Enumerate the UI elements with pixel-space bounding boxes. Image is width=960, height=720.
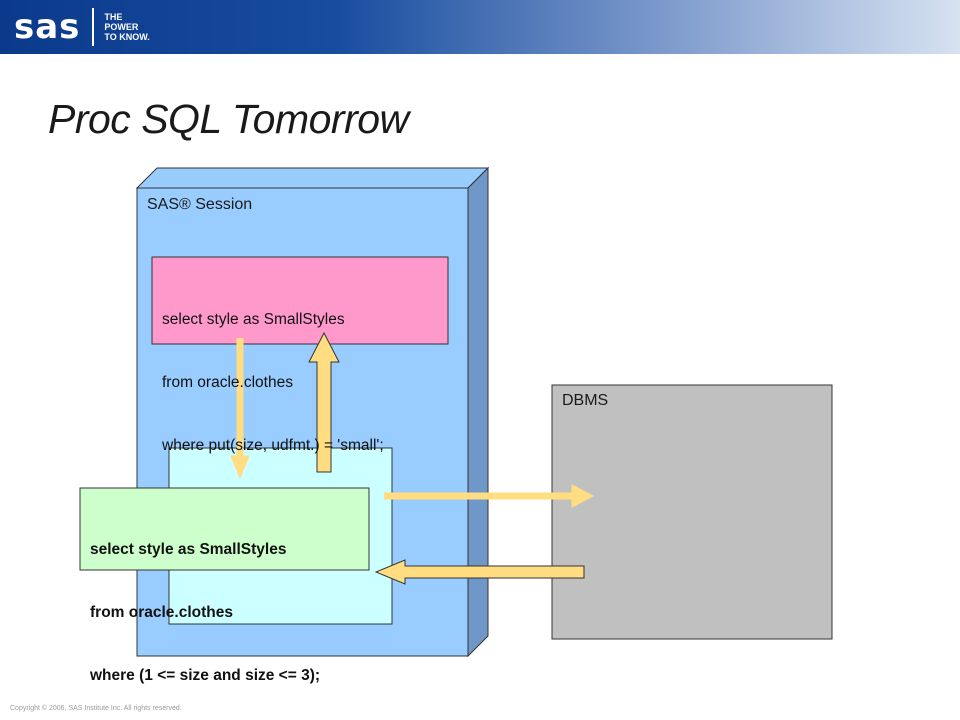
tagline-line: TO KNOW. <box>104 32 150 42</box>
copyright-footer: Copyright © 2006, SAS Institute Inc. All… <box>10 705 182 712</box>
arrow-down <box>230 338 250 480</box>
dbms-box <box>551 384 833 640</box>
arrow-right <box>384 484 595 508</box>
logo-wordmark: sas <box>14 7 81 47</box>
query-line: where (1 <= size and size <= 3); <box>90 667 321 684</box>
session-box-top <box>135 167 490 189</box>
logo-tagline: THE POWER TO KNOW. <box>104 12 174 42</box>
query-line: select style as SmallStyles <box>162 311 345 328</box>
session-box-side <box>467 166 489 658</box>
original-query-text: select style as SmallStyles from oracle.… <box>162 267 384 477</box>
query-line: from oracle.clothes <box>162 374 293 391</box>
tagline-line: POWER <box>104 22 139 32</box>
query-line: select style as SmallStyles <box>90 541 287 558</box>
rewritten-query-text: select style as SmallStyles from oracle.… <box>90 497 320 707</box>
arrow-up <box>308 331 340 473</box>
tagline-line: THE <box>104 12 123 22</box>
slide-title: Proc SQL Tomorrow <box>48 96 409 142</box>
arrow-left <box>374 559 585 585</box>
dbms-label: DBMS <box>562 392 609 409</box>
logo-divider <box>92 8 95 46</box>
sas-logo: sas THE POWER TO KNOW. <box>14 4 174 50</box>
query-line: where put(size, udfmt.) = 'small'; <box>162 437 384 454</box>
session-label: SAS® Session <box>147 196 253 213</box>
query-line: from oracle.clothes <box>90 604 233 621</box>
rewritten-query-box <box>79 487 370 571</box>
original-query-box <box>151 256 449 345</box>
header-band: sas THE POWER TO KNOW. <box>0 0 960 54</box>
